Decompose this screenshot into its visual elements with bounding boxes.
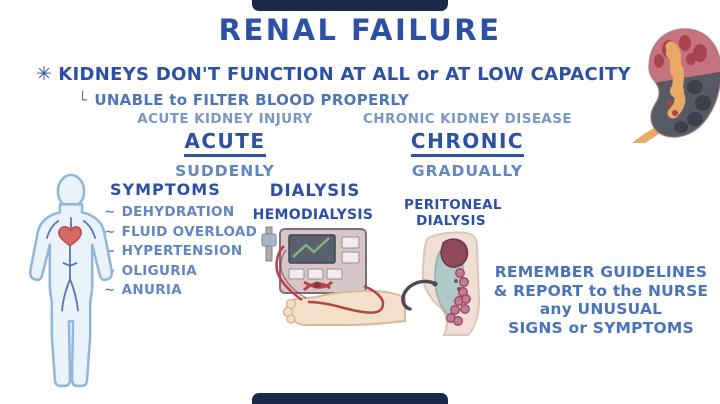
peritoneal-label-line1: PERITONEAL — [404, 197, 502, 213]
corner-arrow-icon: └ — [78, 91, 88, 109]
peritoneal-label-line2: DIALYSIS — [416, 213, 486, 229]
symptom-text: HYPERTENSION — [121, 243, 243, 259]
chronic-onset: GRADUALLY — [411, 162, 524, 180]
key-point-text: KIDNEYS DON'T FUNCTION AT ALL or AT LOW … — [58, 64, 631, 85]
symptom-text: DEHYDRATION — [121, 204, 235, 220]
acute-subtitle: ACUTE KIDNEY INJURY — [137, 111, 313, 127]
intestines-icon — [446, 268, 471, 326]
symptom-text: ANURIA — [121, 282, 182, 298]
tilde-bullet: ~ — [104, 282, 116, 298]
chronic-subtitle: CHRONIC KIDNEY DISEASE — [362, 111, 573, 127]
dialysis-heading: DIALYSIS — [269, 181, 361, 200]
acute-onset: SUDDENLY — [175, 162, 275, 180]
bottom-notch-bar — [252, 393, 448, 404]
reminder-line: SIGNS or SYMPTOMS — [508, 318, 694, 337]
chronic-column: CHRONIC KIDNEY DISEASE CHRONIC GRADUALLY — [345, 111, 590, 180]
symptom-item: ~ HYPERTENSION — [104, 242, 257, 262]
symptom-item: ~ FLUID OVERLOAD — [104, 223, 257, 243]
reminder-line: & REPORT to the NURSE — [493, 281, 709, 300]
page-title: RENAL FAILURE — [218, 13, 502, 47]
symptoms-heading: SYMPTOMS — [110, 180, 221, 199]
acute-column: ACUTE KIDNEY INJURY ACUTE SUDDENLY — [100, 111, 350, 180]
peritoneal-dialysis-illustration — [401, 231, 481, 336]
kidney-illustration — [632, 28, 720, 143]
reminder-line: REMEMBER GUIDELINES — [494, 263, 708, 281]
chronic-heading: CHRONIC — [410, 129, 525, 157]
sub-point: └ UNABLE to FILTER BLOOD PROPERLY — [78, 91, 409, 109]
symptom-text: FLUID OVERLOAD — [121, 223, 258, 240]
hemodialysis-label: HEMODIALYSIS — [252, 207, 374, 223]
hemodialysis-machine-illustration — [261, 226, 406, 326]
peritoneal-dialysis-label: PERITONEAL DIALYSIS — [404, 197, 502, 229]
symptom-item: ~ ANURIA — [104, 281, 257, 301]
reminder-note: REMEMBER GUIDELINES & REPORT to the NURS… — [488, 263, 714, 337]
acute-heading: ACUTE — [184, 129, 266, 157]
tilde-bullet: ~ — [104, 204, 116, 220]
tilde-bullet: ~ — [104, 243, 116, 259]
catheter-icon — [401, 279, 436, 311]
kidney-organ-icon — [440, 238, 469, 268]
symptom-text: OLIGURIA — [121, 262, 198, 279]
blood-vessels-icon — [45, 217, 97, 312]
reminder-line: any UNUSUAL — [539, 300, 663, 318]
top-notch-bar — [252, 0, 448, 11]
tilde-bullet: ~ — [104, 223, 116, 240]
human-body-illustration — [28, 173, 114, 388]
symptom-item: ~OLIGURIA — [104, 262, 257, 282]
sub-point-text: UNABLE to FILTER BLOOD PROPERLY — [94, 91, 410, 109]
asterisk-icon: ✳ — [36, 63, 53, 85]
symptom-item: ~ DEHYDRATION — [104, 203, 257, 223]
heart-icon — [58, 226, 82, 247]
key-point: ✳KIDNEYS DON'T FUNCTION AT ALL or AT LOW… — [36, 63, 631, 85]
symptoms-section: SYMPTOMS ~ DEHYDRATION ~ FLUID OVERLOAD ~ H… — [104, 180, 257, 301]
